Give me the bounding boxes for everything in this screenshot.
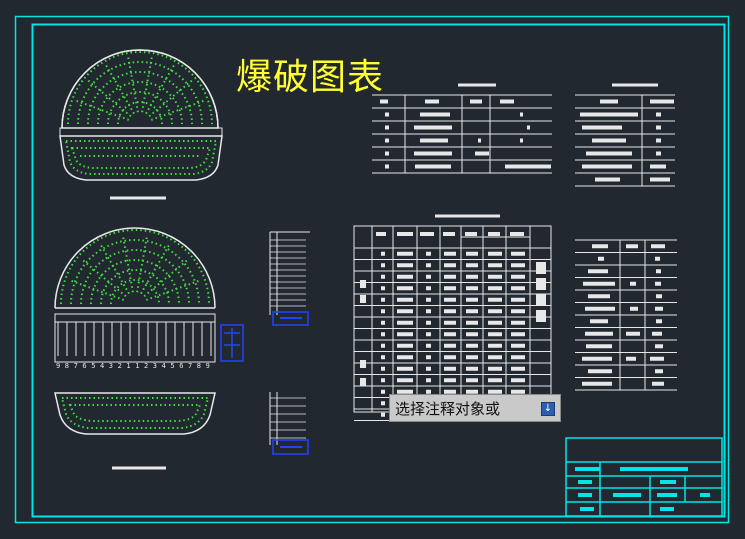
tooltip-text: 选择注释对象或: [395, 399, 501, 418]
scale-diagram-upper: [269, 231, 310, 326]
profile-number: 8: [65, 362, 69, 370]
profile-number: 4: [100, 362, 104, 370]
profile-number: 7: [74, 362, 78, 370]
table-material: [575, 83, 675, 187]
profile-number: 5: [170, 362, 174, 370]
blast-pattern-middle: [54, 227, 244, 363]
profile-number: 7: [188, 362, 192, 370]
scale-diagram-lower: [269, 392, 309, 455]
profile-number: 8: [197, 362, 201, 370]
profile-number: 3: [153, 362, 157, 370]
table-indices: [575, 239, 677, 391]
profile-number: 2: [144, 362, 148, 370]
profile-number: 9: [206, 362, 210, 370]
profile-number: 6: [82, 362, 86, 370]
profile-number: 6: [179, 362, 183, 370]
outer-frame: [14, 15, 730, 524]
arrow-down-icon[interactable]: ↓: [541, 402, 555, 416]
profile-number: 1: [135, 362, 139, 370]
profile-number: 4: [162, 362, 166, 370]
title-block: [565, 437, 723, 517]
profile-number: 5: [91, 362, 95, 370]
blast-pattern-bottom: [54, 392, 216, 470]
blast-pattern-top: [59, 49, 223, 200]
profile-number: 2: [118, 362, 122, 370]
command-tooltip[interactable]: 选择注释对象或 ↓: [389, 394, 561, 422]
drawing-title: 爆破图表: [236, 57, 385, 98]
profile-number: 1: [126, 362, 130, 370]
profile-number: 9: [56, 362, 60, 370]
profile-number: 3: [109, 362, 113, 370]
table-blast-params: [372, 83, 552, 174]
table-hole-charge: [353, 214, 552, 421]
inner-frame: [31, 23, 726, 518]
